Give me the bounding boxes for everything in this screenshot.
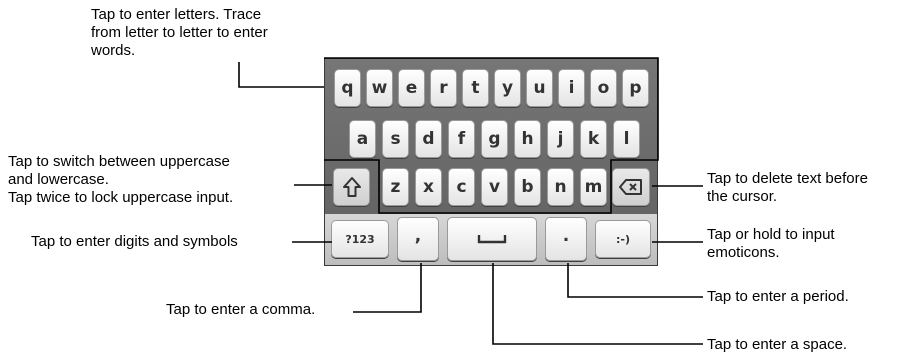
key-z[interactable]: z [382,168,409,206]
letters-callout-line-3: words. [91,42,136,59]
backspace-icon [619,179,642,195]
key-t[interactable]: t [462,69,489,107]
shift-callout: Tap to switch between uppercase and lowe… [8,153,233,207]
shift-callout-line-2: and lowercase. [8,171,109,188]
emoticons-callout-line-2: emoticons. [707,244,780,261]
key-f[interactable]: f [448,120,475,158]
shift-callout-line-1: Tap to switch between uppercase [8,153,230,170]
space-callout: Tap to enter a space. [707,336,848,353]
comma-callout: Tap to enter a comma. [166,301,316,318]
key-u[interactable]: u [526,69,553,107]
key-o[interactable]: o [590,69,617,107]
space-bar-icon [477,235,507,244]
key-k[interactable]: k [580,120,607,158]
key-b[interactable]: b [514,168,541,206]
key-v[interactable]: v [481,168,508,206]
shift-callout-line-3: Tap twice to lock uppercase input. [8,189,234,206]
key-g[interactable]: g [481,120,508,158]
delete-callout: Tap to delete text before the cursor. [707,170,868,206]
key-y[interactable]: y [494,69,521,107]
emoticons-callout-line-1: Tap or hold to input [707,226,835,243]
key-h[interactable]: h [514,120,541,158]
letters-callout-line-1: Tap to enter letters. Trace [91,6,262,23]
period-key[interactable]: . [545,217,587,261]
keyboard: q w e r t y u i o p a s d f g h j k l z … [324,58,658,266]
shift-key[interactable] [333,168,370,206]
key-l[interactable]: l [613,120,640,158]
numbers-symbols-key[interactable]: ?123 [331,220,389,258]
space-key[interactable] [447,217,537,261]
key-n[interactable]: n [547,168,574,206]
space-leader-line [492,263,703,345]
key-d[interactable]: d [415,120,442,158]
letters-leader-line [238,62,324,88]
key-m[interactable]: m [580,168,607,206]
delete-callout-line-1: Tap to delete text before [707,170,868,187]
delete-key[interactable] [612,168,650,206]
emoticons-callout: Tap or hold to input emoticons. [707,226,835,262]
key-p[interactable]: p [622,69,649,107]
key-j[interactable]: j [547,120,574,158]
key-a[interactable]: a [349,120,376,158]
emoticon-key[interactable]: :-) [595,220,651,258]
comma-leader-line [353,263,422,313]
digits-callout: Tap to enter digits and symbols [31,233,238,250]
letters-callout: Tap to enter letters. Trace from letter … [91,6,268,60]
key-q[interactable]: q [334,69,361,107]
key-w[interactable]: w [366,69,393,107]
key-x[interactable]: x [415,168,442,206]
key-c[interactable]: c [448,168,475,206]
period-leader-line [567,263,703,298]
period-callout: Tap to enter a period. [707,288,849,305]
key-s[interactable]: s [382,120,409,158]
key-i[interactable]: i [558,69,585,107]
comma-key[interactable]: , [397,217,439,261]
shift-arrow-icon [342,177,361,197]
key-e[interactable]: e [398,69,425,107]
letters-callout-line-2: from letter to letter to enter [91,24,268,41]
delete-callout-line-2: the cursor. [707,188,778,205]
key-r[interactable]: r [430,69,457,107]
